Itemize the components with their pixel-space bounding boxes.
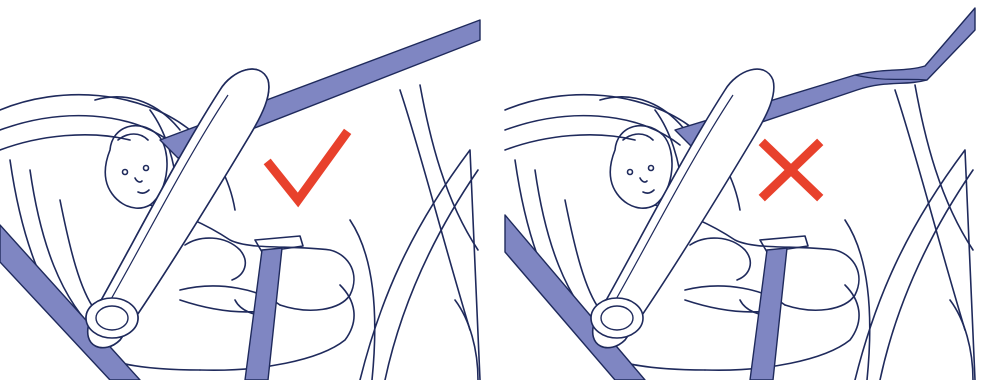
baby-body — [654, 204, 860, 311]
baby-body — [149, 204, 355, 311]
checkmark-icon — [263, 128, 352, 208]
lap-belt-strap — [244, 247, 283, 380]
vehicle-seat-outline — [359, 149, 481, 380]
carry-handle — [592, 68, 775, 349]
vehicle-seat-outline — [854, 149, 976, 380]
incorrect-installation-drawing — [504, 7, 976, 380]
panel-incorrect — [495, 0, 990, 380]
cross-icon — [758, 138, 824, 202]
panel-correct — [0, 19, 481, 380]
correct-installation-drawing — [0, 19, 481, 380]
lap-belt-strap — [749, 247, 788, 380]
